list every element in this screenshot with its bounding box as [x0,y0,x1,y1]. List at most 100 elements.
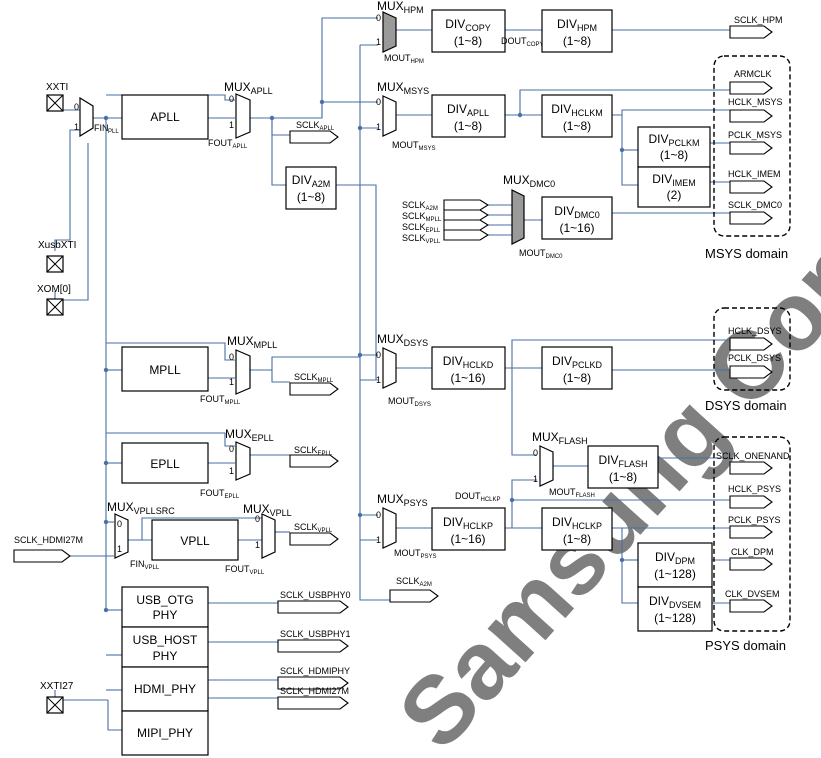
mux-dsys: MUXDSYS 0 1 MOUTDSYS [376,332,431,408]
mux-mpll: MUXMPLL 0 1 FOUTMPLL [200,334,277,406]
svg-text:CLK_DPM: CLK_DPM [731,547,774,557]
svg-text:DIVHCLKD: DIVHCLKD [443,354,494,370]
out-sclk-onenand: SCLK_ONENAND [716,451,790,475]
svg-text:SCLKEPLL: SCLKEPLL [402,222,441,234]
svg-text:1: 1 [376,37,381,47]
svg-text:MUXMSYS: MUXMSYS [377,80,429,96]
svg-text:1: 1 [533,474,538,484]
svg-text:(2): (2) [667,188,682,202]
out-armclk: ARMCLK [729,69,773,95]
svg-text:MOUTMSYS: MOUTMSYS [392,140,436,152]
svg-text:SCLK_HDMI27M: SCLK_HDMI27M [280,686,349,696]
svg-text:DOUTCOPY: DOUTCOPY [501,36,544,48]
svg-text:(1~8): (1~8) [609,470,637,484]
svg-text:MOUTDSYS: MOUTDSYS [388,396,431,408]
svg-text:HDMI_PHY: HDMI_PHY [134,682,196,696]
svg-text:0: 0 [376,97,381,107]
div-imem: DIVIMEM (2) [637,166,711,208]
mux-apll: MUXAPLL 0 1 FOUTAPLL [208,80,273,150]
svg-text:MUXPSYS: MUXPSYS [377,492,428,508]
svg-text:FOUTMPLL: FOUTMPLL [200,394,241,406]
mpll-block: MPLL [121,346,209,392]
svg-text:1: 1 [255,540,260,550]
div-hclkm: DIVHCLKM (1~8) [541,94,613,138]
svg-text:(1~8): (1~8) [563,532,591,546]
div-flash: DIVFLASH (1~8) DOUTHCLKP [455,445,659,503]
svg-text:DOUTHCLKP: DOUTHCLKP [455,491,501,503]
svg-text:FOUTAPLL: FOUTAPLL [208,138,248,150]
out-pclk-msys: PCLK_MSYS [728,130,782,155]
svg-text:DIVHCLKP: DIVHCLKP [443,515,493,531]
svg-text:1: 1 [376,375,381,385]
sclk-epll-port: SCLKEPLL [289,445,339,468]
xxti-pad: XXTI [46,82,68,112]
svg-text:1: 1 [229,377,234,387]
svg-text:(1~128): (1~128) [654,567,696,581]
svg-text:1: 1 [229,466,234,476]
svg-text:1: 1 [74,122,79,132]
usb-host-phy: USB_HOST PHY [121,626,209,668]
out-sclk-dmc0: SCLK_DMC0 [728,200,782,225]
svg-text:1: 1 [229,120,234,130]
svg-text:XusbXTI: XusbXTI [38,240,76,251]
dmc0-inputs: SCLKA2M SCLKMPLL SCLKEPLL SCLKVPLL [402,199,490,245]
svg-text:1: 1 [376,122,381,132]
svg-text:MOUTPSYS: MOUTPSYS [394,548,437,560]
xusbxti-pad: XusbXTI [38,240,76,273]
div-dvsem: DIVDVSEM (1~128) [637,586,713,632]
svg-text:MUXFLASH: MUXFLASH [532,430,588,446]
svg-text:SCLK_HPM: SCLK_HPM [734,15,783,25]
svg-text:(1~8): (1~8) [297,190,325,204]
apll-block: APLL [121,94,209,140]
xom-pad: XOM[0] [37,284,71,316]
svg-text:SCLKA2M: SCLKA2M [402,200,438,212]
svg-text:SCLK_USBPHY1: SCLK_USBPHY1 [280,629,351,639]
out-sclk-hpm: SCLK_HPM [729,15,783,39]
svg-text:SCLK_USBPHY0: SCLK_USBPHY0 [280,590,351,600]
div-pclkm: DIVPCLKM (1~8) [637,126,711,168]
svg-text:DIVHCLKP: DIVHCLKP [552,515,602,531]
svg-text:DIVFLASH: DIVFLASH [598,453,647,469]
svg-text:MIPI_PHY: MIPI_PHY [137,726,193,740]
svg-text:(1~8): (1~8) [660,148,688,162]
svg-text:SCLK_HDMIPHY: SCLK_HDMIPHY [280,666,350,676]
svg-text:EPLL: EPLL [150,457,180,471]
svg-text:(1~16): (1~16) [450,371,485,385]
mux-hpm: MUXHPM 0 1 MOUTHPM [376,0,424,65]
svg-text:PHY: PHY [153,649,178,663]
svg-text:0: 0 [533,448,538,458]
svg-text:(1~8): (1~8) [563,34,591,48]
svg-text:1: 1 [376,535,381,545]
svg-text:SCLKVPLL: SCLKVPLL [294,522,333,534]
psys-domain-box [713,436,791,632]
out-pclk-dsys: PCLK_DSYS [728,353,781,379]
svg-text:VPLL: VPLL [180,534,210,548]
sclk-vpll-port: SCLKVPLL [289,522,339,546]
svg-text:DIVDMC0: DIVDMC0 [554,204,600,220]
svg-text:USB_OTG: USB_OTG [136,593,193,607]
svg-text:USB_HOST: USB_HOST [133,633,198,647]
svg-text:HCLK_MSYS: HCLK_MSYS [728,97,783,107]
sclk-mpll-port: SCLKMPLL [289,372,339,396]
div-hclkp-2: DIVHCLKP (1~8) [541,507,613,551]
svg-text:APLL: APLL [150,110,180,124]
sclk-hdmiphy-port: SCLK_HDMIPHY [277,666,350,690]
mux-flash: MUXFLASH 0 1 MOUTFLASH [532,430,595,499]
svg-text:0: 0 [229,352,234,362]
svg-text:FOUTVPLL: FOUTVPLL [225,564,265,576]
svg-text:FIN: FIN [94,123,109,133]
mux-epll: MUXEPLL 0 1 FOUTEPLL [200,427,274,500]
mux-psys: MUXPSYS 0 1 MOUTPSYS [376,492,437,560]
svg-text:(1~8): (1~8) [454,34,482,48]
svg-text:HCLK_IMEM: HCLK_IMEM [728,169,781,179]
svg-text:PLL: PLL [108,129,119,135]
svg-text:SCLKMPLL: SCLKMPLL [294,372,334,384]
svg-text:SCLK_ONENAND: SCLK_ONENAND [716,451,790,461]
svg-text:SCLKEPLL: SCLKEPLL [294,445,333,457]
xxti27-pad: XXTI27 [40,681,74,714]
msys-domain-label: MSYS domain [705,246,788,261]
sclk-hdmi27m-input: SCLK_HDMI27M [13,535,83,563]
svg-text:0: 0 [376,350,381,360]
div-copy: DIVCOPY (1~8) DOUTCOPY [431,9,544,53]
